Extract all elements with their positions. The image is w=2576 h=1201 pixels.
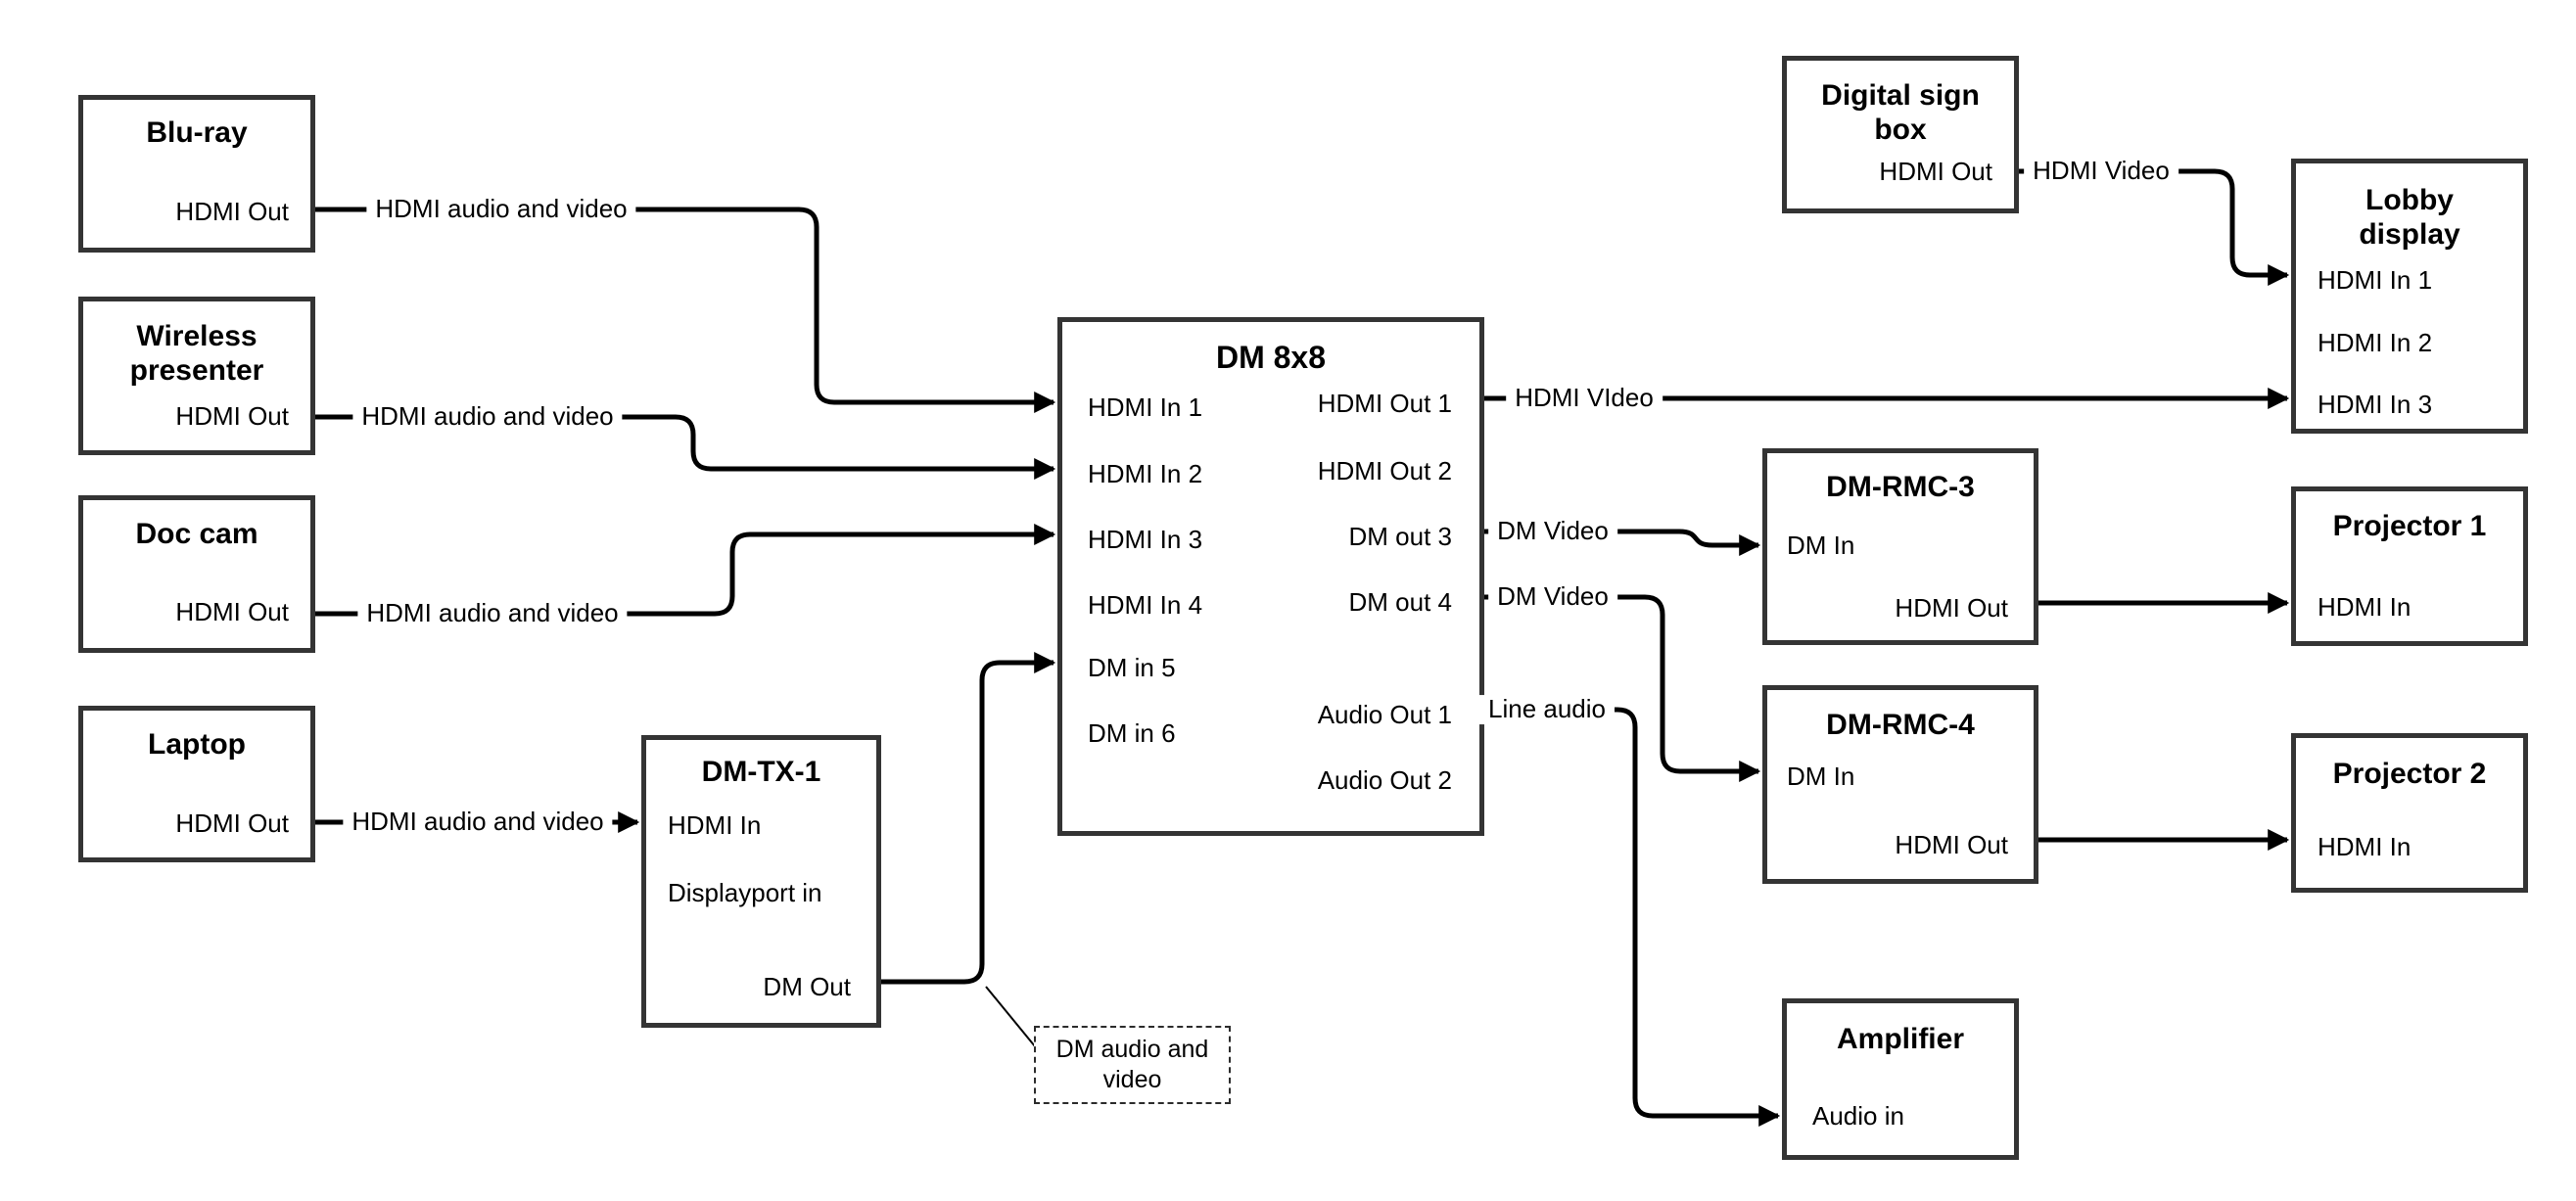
- node-digital-sign-box: Digital sign box HDMI Out: [1782, 56, 2019, 213]
- node-laptop: Laptop HDMI Out: [78, 706, 315, 862]
- port-displayport-in: Displayport in: [668, 878, 822, 907]
- node-bluray: Blu-ray HDMI Out: [78, 95, 315, 253]
- edge-dm8x8-audio-out-1-to-amplifier: [1484, 707, 1781, 1128]
- node-title: DM-TX-1: [701, 756, 821, 788]
- edge-bluray-to-dm8x8-hdmi-in-1: [315, 207, 1056, 414]
- port-hdmi-in-3: HDMI In 3: [2318, 390, 2433, 419]
- node-title: Projector 1: [2332, 510, 2487, 542]
- port-hdmi-out: HDMI Out: [175, 197, 289, 226]
- port-dm-out-4: DM out 4: [1348, 587, 1453, 617]
- port-dm-out-3: DM out 3: [1348, 522, 1453, 551]
- node-dm-8x8: DM 8x8 HDMI In 1 HDMI In 2 HDMI In 3 HDM…: [1057, 317, 1484, 836]
- port-hdmi-in-3: HDMI In 3: [1088, 525, 1203, 554]
- node-wireless-presenter: Wireless presenter HDMI Out: [78, 297, 315, 455]
- port-hdmi-in: HDMI In: [2318, 592, 2412, 622]
- node-title: Wireless presenter: [129, 320, 264, 387]
- port-hdmi-in: HDMI In: [2318, 832, 2412, 861]
- port-dm-out: DM Out: [763, 972, 851, 1001]
- node-doc-cam: Doc cam HDMI Out: [78, 495, 315, 653]
- port-audio-out-1: Audio Out 1: [1317, 700, 1452, 729]
- node-title: Laptop: [148, 728, 246, 761]
- port-hdmi-out: HDMI Out: [1895, 593, 2008, 623]
- edge-label-dm-video-rmc4: DM Video: [1488, 581, 1617, 612]
- port-hdmi-out: HDMI Out: [1879, 157, 1992, 186]
- port-dm-in-5: DM in 5: [1088, 653, 1176, 682]
- port-hdmi-out: HDMI Out: [175, 808, 289, 838]
- edge-label-line-audio: Line audio: [1479, 694, 1615, 724]
- edge-label-dm-video-rmc3: DM Video: [1488, 516, 1617, 546]
- node-lobby-display: Lobby display HDMI In 1 HDMI In 2 HDMI I…: [2291, 159, 2528, 434]
- port-hdmi-in-1: HDMI In 1: [2318, 265, 2433, 295]
- port-hdmi-out-1: HDMI Out 1: [1317, 389, 1452, 418]
- edge-label-hdmi-audio-video-bluray: HDMI audio and video: [366, 194, 636, 224]
- node-projector-1: Projector 1 HDMI In: [2291, 486, 2528, 646]
- node-dm-tx-1: DM-TX-1 HDMI In Displayport in DM Out: [641, 735, 881, 1028]
- node-title: Amplifier: [1836, 1023, 1965, 1055]
- port-dm-in: DM In: [1787, 531, 1855, 560]
- node-dm-rmc-4: DM-RMC-4 DM In HDMI Out: [1762, 685, 2038, 884]
- edge-label-hdmi-audio-video-laptop: HDMI audio and video: [343, 807, 613, 837]
- node-title: DM-RMC-3: [1826, 471, 1975, 503]
- port-hdmi-out: HDMI Out: [175, 597, 289, 626]
- edge-dmtx1-to-dm8x8-dm-in-5: [881, 651, 1056, 985]
- edge-label-hdmi-audio-video-wireless: HDMI audio and video: [352, 401, 623, 432]
- port-hdmi-in-4: HDMI In 4: [1088, 590, 1203, 620]
- node-title: Blu-ray: [146, 116, 248, 149]
- edge-digitalsign-to-lobby-hdmi-in-1: [2019, 168, 2290, 287]
- port-hdmi-out-2: HDMI Out 2: [1317, 456, 1452, 485]
- edge-dm8x8-dm-out-3-to-dmrmc3: [1484, 529, 1761, 557]
- node-title: Digital sign box: [1821, 79, 1980, 146]
- node-title: Doc cam: [135, 518, 258, 550]
- port-dm-in-6: DM in 6: [1088, 718, 1176, 748]
- port-hdmi-in-1: HDMI In 1: [1088, 393, 1203, 422]
- edge-label-hdmi-video-lobby: HDMI VIdeo: [1506, 383, 1663, 413]
- edge-label-hdmi-audio-video-doccam: HDMI audio and video: [357, 598, 628, 628]
- node-amplifier: Amplifier Audio in: [1782, 998, 2019, 1160]
- note-dm-audio-and-video: DM audio and video: [1034, 1026, 1231, 1104]
- port-hdmi-out: HDMI Out: [1895, 830, 2008, 859]
- edge-doccam-to-dm8x8-hdmi-in-3: [315, 523, 1056, 617]
- port-hdmi-out: HDMI Out: [175, 401, 289, 431]
- node-title: Lobby display: [2359, 184, 2460, 251]
- node-dm-rmc-3: DM-RMC-3 DM In HDMI Out: [1762, 448, 2038, 645]
- node-projector-2: Projector 2 HDMI In: [2291, 733, 2528, 893]
- note-leader-line: [985, 986, 1036, 1047]
- edge-label-hdmi-video-digitalsign: HDMI Video: [2024, 156, 2178, 186]
- port-hdmi-in-2: HDMI In 2: [1088, 459, 1203, 488]
- note-text: DM audio and video: [1055, 1035, 1209, 1093]
- node-title: DM-RMC-4: [1826, 709, 1975, 741]
- node-title: Projector 2: [2332, 758, 2487, 790]
- port-hdmi-in-2: HDMI In 2: [2318, 328, 2433, 357]
- node-title: DM 8x8: [1215, 340, 1327, 375]
- port-audio-in: Audio in: [1812, 1101, 1904, 1131]
- port-dm-in: DM In: [1787, 762, 1855, 791]
- port-audio-out-2: Audio Out 2: [1317, 765, 1452, 795]
- edge-dm8x8-dm-out-4-to-dmrmc4: [1484, 594, 1761, 783]
- port-hdmi-in: HDMI In: [668, 810, 762, 840]
- edge-wireless-to-dm8x8-hdmi-in-2: [315, 414, 1056, 481]
